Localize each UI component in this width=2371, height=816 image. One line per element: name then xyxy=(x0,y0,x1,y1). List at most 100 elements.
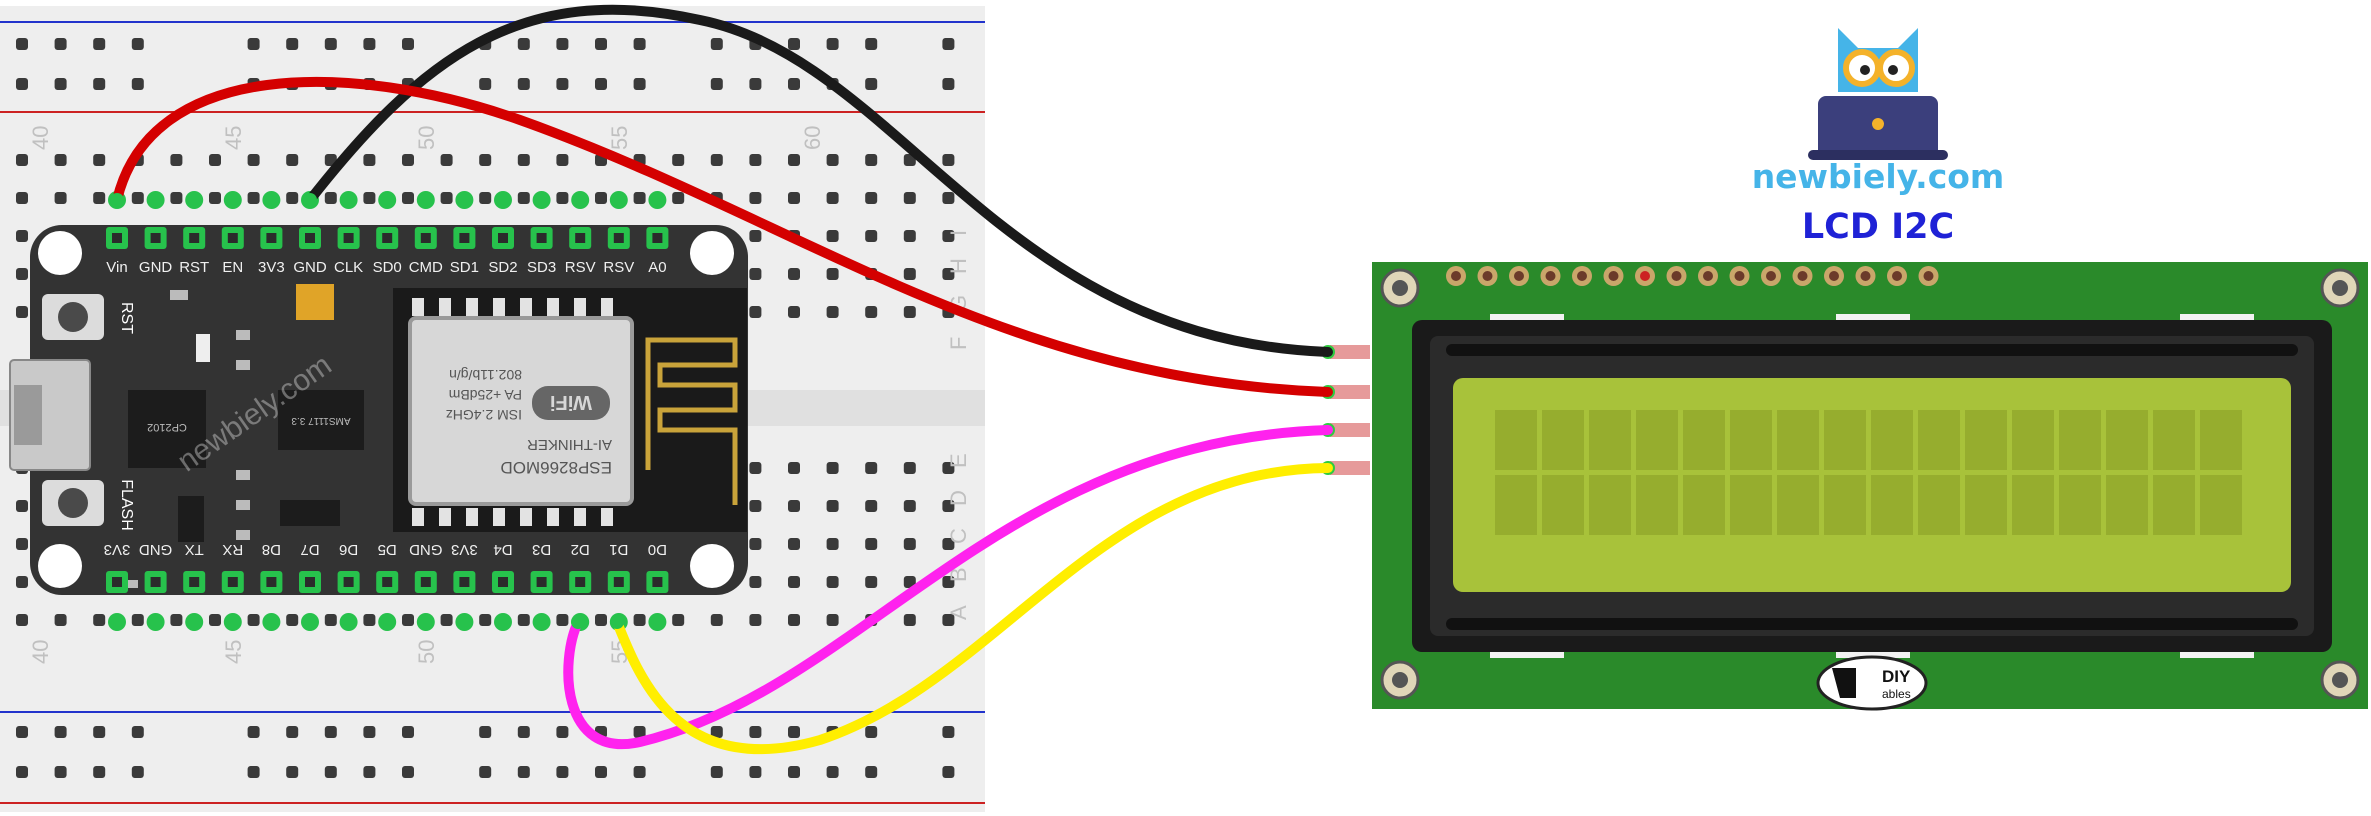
breadboard-hole xyxy=(633,614,646,626)
breadboard-hole xyxy=(286,154,299,166)
breadboard-hole xyxy=(595,192,607,204)
flash-button-cap[interactable] xyxy=(58,488,88,518)
breadboard-hole xyxy=(749,500,762,512)
wire-scl-end-board xyxy=(610,615,624,629)
rail-hole xyxy=(286,766,299,778)
led-indicator xyxy=(196,334,210,362)
breadboard-pin-top xyxy=(223,191,242,209)
breadboard-hole xyxy=(788,538,800,550)
breadboard-pin-top xyxy=(185,191,204,209)
rail-hole xyxy=(479,766,492,778)
top-pin-label: CMD xyxy=(409,259,443,276)
lcd-char-cell xyxy=(1918,410,1960,470)
lcd-char-cell xyxy=(1589,410,1631,470)
breadboard-hole xyxy=(16,500,28,512)
breadboard-hole xyxy=(903,576,916,588)
breadboard-hole xyxy=(826,614,839,626)
rail-hole xyxy=(93,78,106,90)
column-number-bottom: 40 xyxy=(28,640,53,664)
top-pin-label: SD3 xyxy=(527,259,556,276)
lcd-char-cell xyxy=(1918,475,1960,535)
rst-button-cap[interactable] xyxy=(58,302,88,332)
bottom-pin-label: RX xyxy=(222,541,243,558)
lcd-character-grid xyxy=(1495,410,2242,535)
rail-hole xyxy=(93,766,106,778)
rail-hole xyxy=(131,78,144,90)
breadboard-hole xyxy=(93,192,106,204)
top-pin-label: SD2 xyxy=(488,259,517,276)
rail-hole xyxy=(865,726,878,738)
breadboard-hole xyxy=(788,192,800,204)
lcd-char-cell xyxy=(2106,410,2148,470)
breadboard-hole xyxy=(595,614,607,626)
rail-hole xyxy=(633,766,646,778)
top-pin-label: SD1 xyxy=(450,259,479,276)
bottom-pin-label: D5 xyxy=(378,541,397,558)
rail-hole xyxy=(479,78,492,90)
bottom-pin-label: 3V3 xyxy=(104,541,131,558)
breadboard-pin-bottom xyxy=(262,613,281,631)
breadboard-pin-bottom xyxy=(339,613,358,631)
rail-hole xyxy=(54,766,67,778)
lcd-char-cell xyxy=(1589,475,1631,535)
breadboard-pin-top xyxy=(262,191,281,209)
lcd-tab-6 xyxy=(2180,652,2254,658)
rail-hole xyxy=(324,766,337,778)
usb-serial-chip-label: CP2102 xyxy=(147,421,187,433)
row-letter: H xyxy=(946,258,971,274)
rail-hole xyxy=(710,78,723,90)
breadboard-pin-bottom xyxy=(378,613,397,631)
breadboard-hole xyxy=(749,538,762,550)
column-number-bottom: 50 xyxy=(414,640,439,664)
breadboard-pin-top xyxy=(494,191,512,209)
nodemcu-board: RST FLASH CP2102 AMS1117 3.3 newbiely.co… xyxy=(9,191,748,631)
breadboard-pin-top xyxy=(378,191,397,209)
esp-module-shield xyxy=(408,316,634,506)
breadboard-hole xyxy=(363,192,376,204)
rail-hole xyxy=(556,766,569,778)
breadboard-hole xyxy=(131,614,144,626)
breadboard-hole xyxy=(672,154,685,166)
breadboard-hole xyxy=(93,154,106,166)
breadboard-hole xyxy=(826,268,839,280)
rail-hole xyxy=(826,38,839,50)
esp-pad xyxy=(493,508,505,526)
bottom-pin-label: D8 xyxy=(262,541,281,558)
breadboard-pin-top xyxy=(648,191,667,209)
rail-hole xyxy=(517,726,530,738)
bottom-pin-label: D2 xyxy=(571,541,590,558)
esp-pad xyxy=(412,508,424,526)
column-number-top: 55 xyxy=(607,126,632,150)
lcd-char-cell xyxy=(1871,475,1913,535)
rail-hole xyxy=(131,726,144,738)
breadboard-hole xyxy=(749,192,762,204)
top-pin-label: GND xyxy=(139,259,173,276)
rail-hole xyxy=(363,38,376,50)
lcd-char-cell xyxy=(1495,410,1537,470)
breadboard-hole xyxy=(402,192,414,204)
wire-vcc-end-board xyxy=(110,193,124,207)
breadboard-hole xyxy=(826,306,839,318)
smd-1 xyxy=(236,330,250,340)
rail-hole xyxy=(865,766,878,778)
breadboard-hole xyxy=(517,154,530,166)
rail-hole xyxy=(826,766,839,778)
breadboard-pin-bottom xyxy=(416,613,435,631)
mount-hole-top-left xyxy=(38,231,82,275)
rail-hole xyxy=(247,38,260,50)
lcd-module: DIY ables xyxy=(1321,262,2368,711)
breadboard-pin-top xyxy=(609,191,628,209)
bottom-pin-label: D1 xyxy=(609,541,628,558)
rail-hole xyxy=(556,78,569,90)
lcd-char-cell xyxy=(1777,475,1819,535)
rst-button-label: RST xyxy=(118,302,135,334)
rail-hole xyxy=(749,726,762,738)
breadboard-hole xyxy=(942,268,955,280)
esp-pad xyxy=(439,298,451,316)
lcd-char-cell xyxy=(1636,410,1678,470)
lcd-tab-2 xyxy=(1836,314,1910,320)
breadboard-hole xyxy=(556,154,569,166)
voltage-regulator-label: AMS1117 3.3 xyxy=(291,415,351,426)
